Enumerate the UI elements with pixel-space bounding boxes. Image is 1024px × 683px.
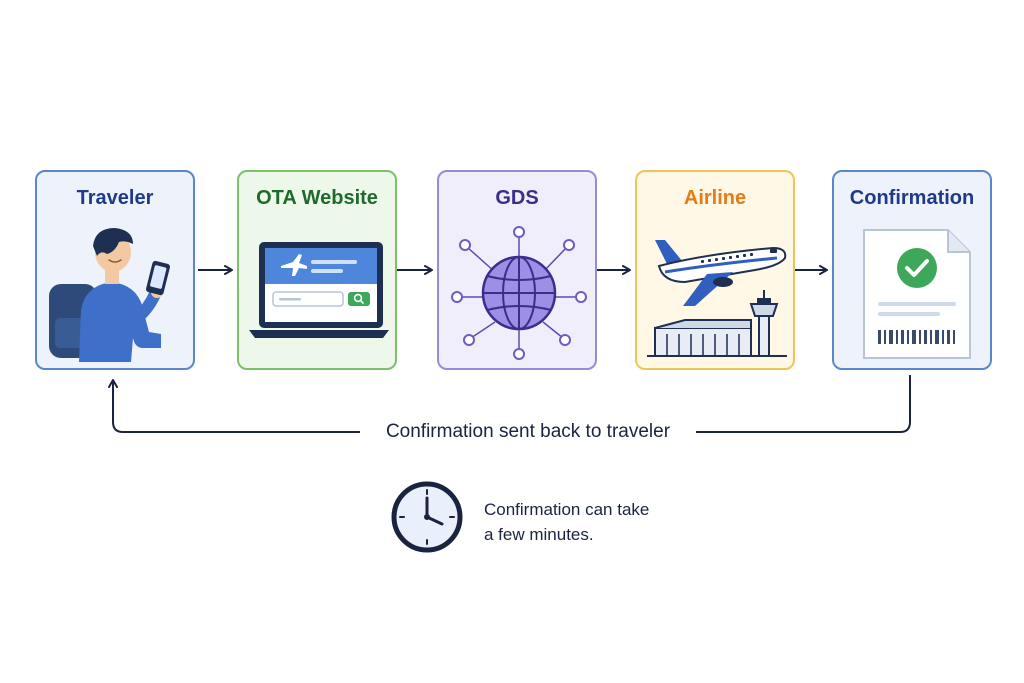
step-gds: GDS bbox=[437, 170, 597, 370]
return-flow-label: Confirmation sent back to traveler bbox=[360, 420, 696, 444]
step-title: GDS bbox=[495, 187, 539, 209]
step-airline: Airline bbox=[635, 170, 795, 370]
step-title: Airline bbox=[683, 187, 747, 209]
step-title: OTA Website bbox=[256, 187, 378, 209]
globe-network-icon bbox=[447, 222, 591, 362]
step-title: Confirmation bbox=[849, 187, 975, 209]
clock-icon bbox=[391, 481, 463, 553]
timing-note: Confirmation can take a few minutes. bbox=[484, 497, 744, 547]
confirmation-document-check-icon bbox=[842, 222, 986, 362]
step-traveler: Traveler bbox=[35, 170, 195, 370]
step-ota-website: OTA Website bbox=[237, 170, 397, 370]
step-title: Traveler bbox=[76, 187, 154, 209]
laptop-booking-site-icon bbox=[247, 222, 391, 362]
airplane-airport-icon bbox=[645, 222, 789, 362]
traveler-with-phone-icon bbox=[45, 222, 189, 362]
timing-note-line-2: a few minutes. bbox=[484, 525, 594, 544]
timing-note-line-1: Confirmation can take bbox=[484, 500, 650, 519]
step-confirmation: Confirmation bbox=[832, 170, 992, 370]
